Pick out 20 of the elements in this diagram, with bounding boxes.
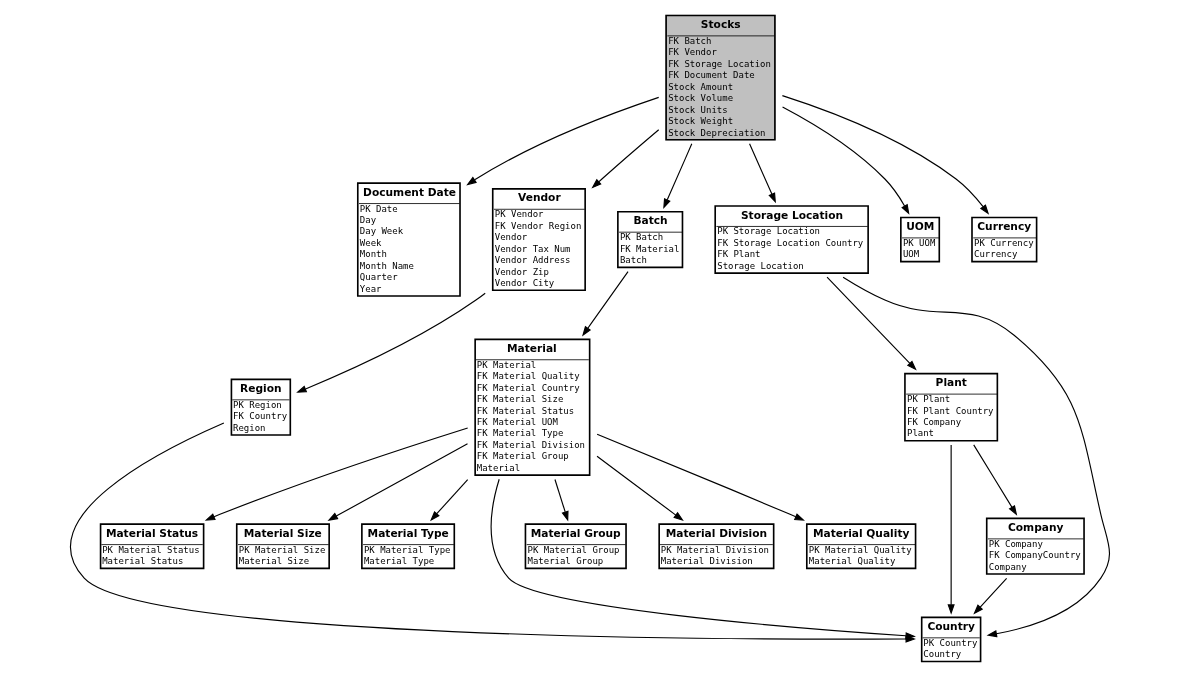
arrow — [781, 95, 989, 215]
arrow — [596, 433, 805, 521]
arrow — [595, 455, 684, 522]
arrow — [781, 106, 909, 215]
arrow — [490, 478, 916, 640]
arrow — [590, 129, 659, 189]
arrow — [327, 443, 468, 521]
arrow — [204, 427, 468, 521]
arrow — [429, 478, 468, 522]
arrow — [946, 444, 955, 615]
arrow — [842, 276, 1110, 638]
arrow — [972, 444, 1017, 516]
arrow — [581, 271, 629, 337]
arrow — [465, 96, 659, 186]
arrow — [748, 143, 776, 204]
arrow — [972, 577, 1007, 615]
arrow — [295, 292, 486, 393]
arrow — [662, 143, 692, 210]
arrow — [826, 276, 917, 371]
arrow — [553, 478, 569, 522]
